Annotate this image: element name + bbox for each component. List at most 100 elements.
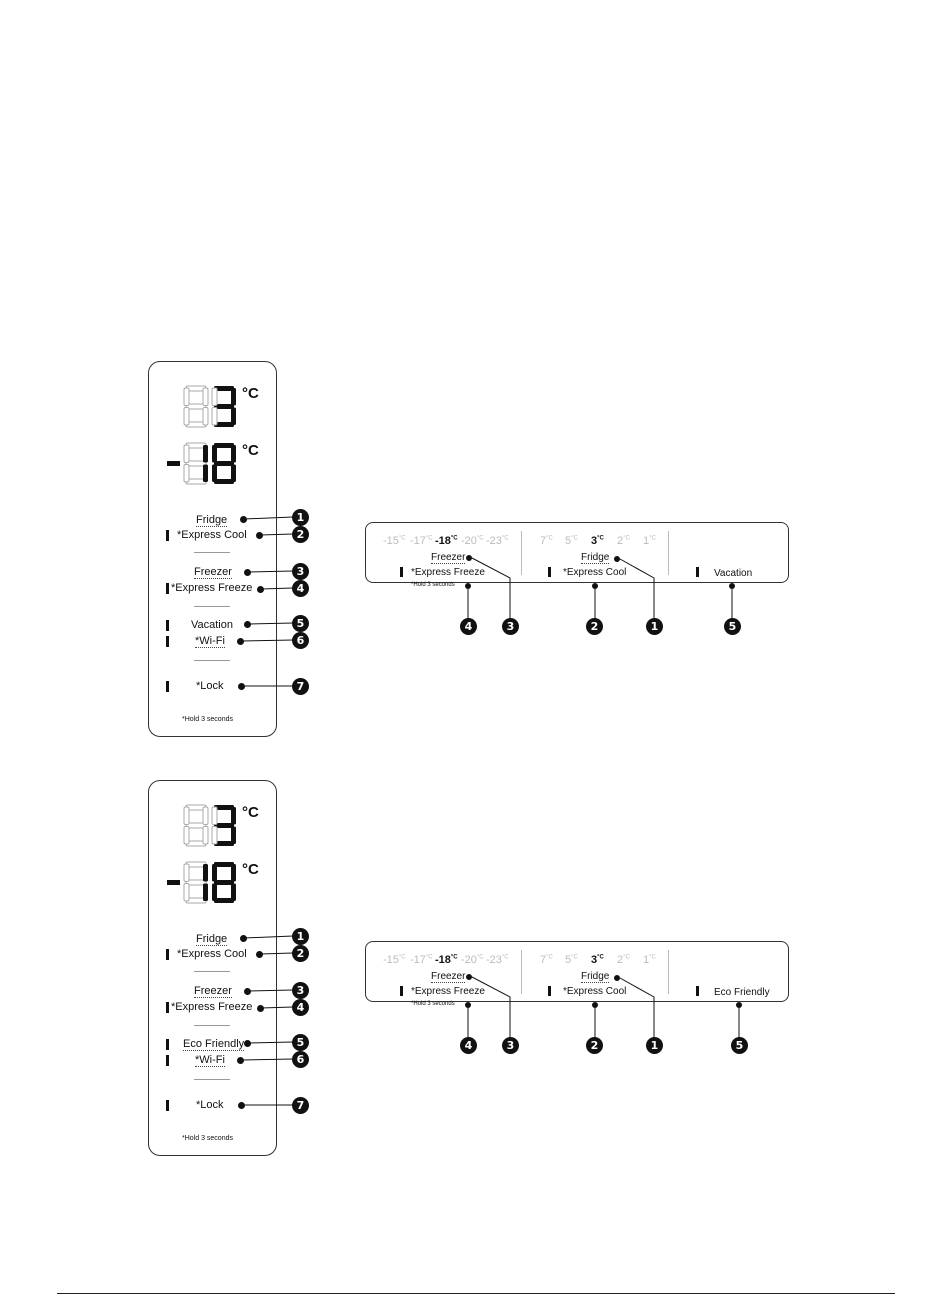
callout-3: 3 xyxy=(502,618,519,635)
express-cool-label[interactable]: *Express Cool xyxy=(177,529,247,541)
freezer-temp-option: -20°C xyxy=(461,535,484,547)
minus-sign xyxy=(167,880,180,885)
express-cool-indicator xyxy=(166,530,169,541)
express-cool-button[interactable] xyxy=(592,583,598,589)
eco-friendly-indicator xyxy=(696,986,699,996)
freezer-temp-option: -23°C xyxy=(486,535,509,547)
divider xyxy=(521,950,522,994)
fridge-button-label[interactable]: Fridge xyxy=(581,971,610,983)
fridge-button-label[interactable]: Fridge xyxy=(581,552,610,564)
lock-button[interactable] xyxy=(238,683,245,690)
callout-4: 4 xyxy=(460,618,477,635)
callout-4: 4 xyxy=(292,999,309,1016)
wifi-label[interactable]: *Wi-Fi xyxy=(195,1054,225,1067)
hold-note: *Hold 3 seconds xyxy=(182,716,233,723)
divider xyxy=(194,660,230,661)
express-freeze-label[interactable]: *Express Freeze xyxy=(171,582,253,594)
vacation-label[interactable]: Vacation xyxy=(714,568,753,579)
callout-5: 5 xyxy=(731,1037,748,1054)
eco-friendly-indicator xyxy=(166,1039,169,1050)
freezer-button-label[interactable]: Freezer xyxy=(431,552,466,564)
lock-label[interactable]: *Lock xyxy=(196,1099,224,1111)
horizontal-control-panel xyxy=(365,941,789,1002)
express-freeze-indicator xyxy=(166,1002,169,1013)
freezer-button-label[interactable]: Freezer xyxy=(194,566,232,579)
fridge-button-label[interactable]: Fridge xyxy=(196,933,228,946)
callout-5: 5 xyxy=(292,1034,309,1051)
freezer-button[interactable] xyxy=(244,988,251,995)
callout-5: 5 xyxy=(292,615,309,632)
callout-2: 2 xyxy=(586,618,603,635)
callout-2: 2 xyxy=(586,1037,603,1054)
express-freeze-label[interactable]: *Express Freeze xyxy=(171,1001,253,1013)
fridge-button[interactable] xyxy=(240,935,247,942)
freezer-temp-option-selected: -18°C xyxy=(435,954,458,966)
callout-7: 7 xyxy=(292,1097,309,1114)
divider xyxy=(194,552,230,553)
fridge-button-label[interactable]: Fridge xyxy=(196,514,228,527)
callout-1: 1 xyxy=(646,1037,663,1054)
express-cool-label[interactable]: *Express Cool xyxy=(563,567,627,578)
wifi-label[interactable]: *Wi-Fi xyxy=(195,635,225,648)
express-freeze-button[interactable] xyxy=(465,1002,471,1008)
lock-label[interactable]: *Lock xyxy=(196,680,224,692)
divider xyxy=(194,1025,230,1026)
eco-friendly-label[interactable]: Eco Friendly xyxy=(714,987,770,998)
express-cool-button[interactable] xyxy=(256,951,263,958)
divider xyxy=(194,1079,230,1080)
freezer-button[interactable] xyxy=(244,569,251,576)
freezer-button-label[interactable]: Freezer xyxy=(194,985,232,998)
vacation-label[interactable]: Vacation xyxy=(191,619,233,631)
callout-2: 2 xyxy=(292,526,309,543)
freezer-temp-option: -23°C xyxy=(486,954,509,966)
freezer-temp-unit: °C xyxy=(242,442,259,459)
eco-friendly-label[interactable]: Eco Friendly xyxy=(183,1038,245,1051)
fridge-temp-unit: °C xyxy=(242,385,259,402)
wifi-button[interactable] xyxy=(237,638,244,645)
lock-button[interactable] xyxy=(238,1102,245,1109)
fridge-temp-option: 7°C xyxy=(540,535,553,547)
express-freeze-button[interactable] xyxy=(465,583,471,589)
fridge-temp-option: 5°C xyxy=(565,954,578,966)
fridge-temp-option: 1°C xyxy=(643,954,656,966)
express-freeze-button[interactable] xyxy=(257,586,264,593)
express-freeze-indicator xyxy=(400,986,403,996)
express-cool-indicator xyxy=(166,949,169,960)
express-cool-button[interactable] xyxy=(592,1002,598,1008)
fridge-button[interactable] xyxy=(240,516,247,523)
callout-1: 1 xyxy=(646,618,663,635)
divider xyxy=(668,531,669,575)
callout-3: 3 xyxy=(502,1037,519,1054)
fridge-button[interactable] xyxy=(614,975,620,981)
express-freeze-label[interactable]: *Express Freeze xyxy=(411,567,485,578)
eco-friendly-button[interactable] xyxy=(244,1040,251,1047)
wifi-button[interactable] xyxy=(237,1057,244,1064)
divider xyxy=(521,531,522,575)
fridge-button[interactable] xyxy=(614,556,620,562)
footer-rule xyxy=(57,1293,895,1294)
express-freeze-label[interactable]: *Express Freeze xyxy=(411,986,485,997)
freezer-temp-option: -15°C xyxy=(383,535,406,547)
freezer-button[interactable] xyxy=(466,555,472,561)
freezer-button-label[interactable]: Freezer xyxy=(431,971,466,983)
callout-1: 1 xyxy=(292,509,309,526)
eco-friendly-button[interactable] xyxy=(736,1002,742,1008)
express-cool-indicator xyxy=(548,567,551,577)
express-cool-label[interactable]: *Express Cool xyxy=(177,948,247,960)
hold-note: *Hold 3 seconds xyxy=(411,1001,455,1007)
fridge-temp-option: 2°C xyxy=(617,954,630,966)
vacation-button[interactable] xyxy=(729,583,735,589)
divider xyxy=(194,971,230,972)
wifi-indicator xyxy=(166,636,169,647)
express-cool-button[interactable] xyxy=(256,532,263,539)
express-cool-label[interactable]: *Express Cool xyxy=(563,986,627,997)
callout-5: 5 xyxy=(724,618,741,635)
fridge-temp-option: 7°C xyxy=(540,954,553,966)
freezer-button[interactable] xyxy=(466,974,472,980)
fridge-temp-option: 2°C xyxy=(617,535,630,547)
vacation-button[interactable] xyxy=(244,621,251,628)
express-freeze-button[interactable] xyxy=(257,1005,264,1012)
